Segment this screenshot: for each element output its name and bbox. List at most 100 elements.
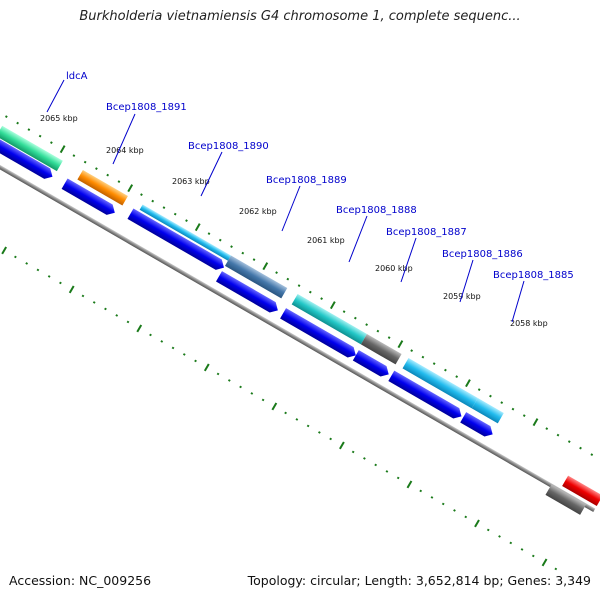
tick-label: 2065 kbp (40, 114, 78, 123)
outer-tick (72, 154, 76, 157)
gene-label-Bcep1808_1888[interactable]: Bcep1808_1888 (336, 205, 417, 216)
cds-arrow-8[interactable] (460, 412, 495, 439)
outer-tick (365, 323, 368, 326)
gene-label-Bcep1808_1890[interactable]: Bcep1808_1890 (188, 141, 269, 152)
cds-arrow-5[interactable] (280, 308, 359, 360)
accession-text: Accession: NC_009256 (9, 573, 152, 588)
outer-tick (140, 193, 143, 196)
outer-tick (59, 145, 66, 154)
outer-tick-ring (1, 115, 594, 571)
outer-tick (151, 199, 155, 203)
outer-tick (27, 128, 31, 131)
outer-tick (50, 141, 53, 144)
inner-tick (306, 424, 310, 428)
outer-tick (308, 290, 312, 294)
inner-tick (203, 363, 210, 372)
inner-tick (115, 314, 119, 317)
feature-grey[interactable] (545, 484, 587, 515)
outer-tick (545, 427, 549, 430)
outer-tick (532, 418, 539, 427)
inner-tick (541, 558, 548, 567)
map-title: Burkholderia vietnamiensis G4 chromosome… (79, 9, 521, 24)
feature-Bcep1808_1888[interactable] (291, 294, 367, 345)
leader-line (46, 79, 65, 113)
outer-tick (194, 223, 201, 232)
inner-tick (396, 476, 400, 480)
inner-tick (149, 333, 152, 337)
outer-tick (567, 440, 571, 443)
inner-tick (68, 285, 75, 294)
inner-tick (136, 324, 143, 333)
feature-track (0, 125, 600, 515)
feature-Bcep1808_1889[interactable] (224, 255, 288, 299)
outer-tick (297, 284, 301, 287)
inner-tick (47, 275, 51, 278)
outer-tick (590, 453, 594, 456)
leader-line (348, 215, 368, 263)
feature-Bcep1808_1887[interactable] (360, 334, 402, 365)
inner-tick (81, 294, 85, 298)
feature-Bcep1808_1885[interactable] (471, 398, 504, 424)
outer-tick (117, 180, 121, 183)
tick-label: 2058 kbp (510, 319, 548, 328)
feature-Bcep1808_1890[interactable] (139, 204, 231, 261)
cds-arrow-4[interactable] (215, 271, 281, 315)
leader-line (459, 259, 474, 303)
inner-tick (59, 281, 62, 285)
inner-tick (419, 489, 423, 493)
cds-arrow-7[interactable] (388, 370, 464, 422)
inner-tick (329, 437, 333, 441)
cds-track (0, 133, 495, 439)
feature-ldcA[interactable] (0, 125, 63, 172)
outer-tick (95, 167, 98, 170)
cds-arrow-2[interactable] (61, 178, 118, 218)
inner-tick (160, 340, 164, 343)
inner-tick (92, 301, 96, 304)
inner-tick (509, 541, 513, 545)
outer-tick (262, 262, 269, 271)
inner-tick (36, 268, 40, 272)
inner-tick (284, 411, 287, 415)
gene-label-Bcep1808_1885[interactable]: Bcep1808_1885 (493, 270, 574, 281)
outer-tick (173, 212, 177, 216)
outer-tick (556, 433, 560, 437)
outer-tick (477, 388, 481, 391)
inner-tick (374, 463, 378, 467)
gene-label-Bcep1808_1889[interactable]: Bcep1808_1889 (266, 175, 347, 186)
tick-labels: 2065 kbp 2064 kbp 2063 kbp 2062 kbp 2061… (40, 114, 548, 328)
cds-arrow-6[interactable] (352, 350, 392, 379)
feature-red[interactable] (562, 475, 600, 506)
gene-label-Bcep1808_1886[interactable]: Bcep1808_1886 (442, 249, 523, 260)
inner-tick (498, 535, 501, 538)
outer-tick (329, 301, 336, 310)
outer-tick (127, 184, 134, 193)
outer-tick (16, 121, 19, 125)
inner-tick (363, 457, 366, 460)
feature-Bcep1808_1886[interactable] (402, 358, 478, 409)
inner-tick (474, 519, 480, 528)
inner-tick (295, 418, 299, 421)
inner-tick (104, 307, 107, 311)
cds-arrow-1[interactable] (0, 133, 55, 182)
cds-arrow-3[interactable] (127, 208, 227, 272)
tick-label: 2063 kbp (172, 177, 210, 186)
outer-tick (230, 245, 233, 248)
gene-label-Bcep1808_1891[interactable]: Bcep1808_1891 (106, 102, 187, 113)
inner-tick (182, 353, 186, 356)
outer-tick (511, 407, 515, 411)
sequence-stats: Topology: circular; Length: 3,652,814 bp… (247, 573, 591, 588)
outer-tick (218, 238, 222, 242)
outer-tick (455, 375, 459, 378)
feature-Bcep1808_1891[interactable] (77, 170, 128, 206)
gene-label-Bcep1808_1887[interactable]: Bcep1808_1887 (386, 227, 467, 238)
inner-tick (227, 379, 231, 382)
gene-label-ldcA[interactable]: ldcA (66, 71, 88, 82)
inner-tick (464, 515, 468, 519)
outer-tick (275, 271, 278, 274)
outer-tick (241, 251, 245, 255)
outer-tick (432, 362, 436, 365)
tick-label: 2061 kbp (307, 236, 345, 245)
inner-tick (531, 554, 535, 558)
outer-tick (286, 277, 290, 281)
